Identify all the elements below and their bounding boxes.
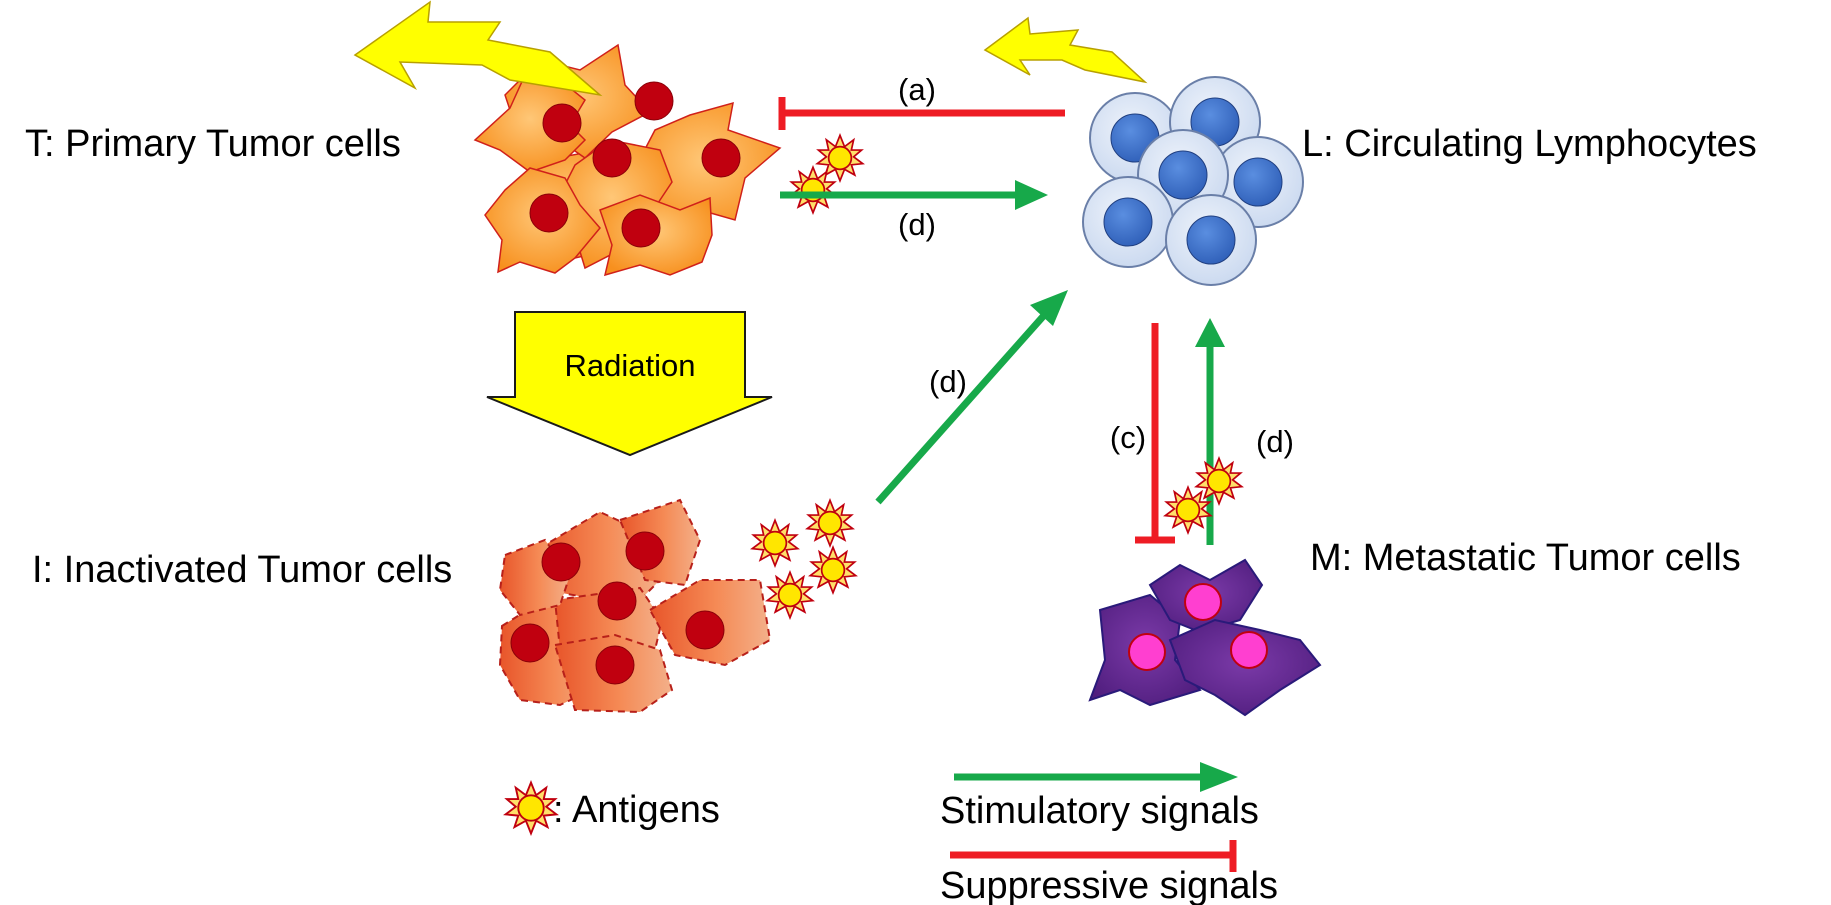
primary-tumor-label: T: Primary Tumor cells [25, 123, 401, 165]
antigen-star-icon [1164, 486, 1212, 534]
stimulatory-arrow-d-top [780, 180, 1048, 210]
inactivated-tumor-label: I: Inactivated Tumor cells [32, 549, 452, 591]
suppressive-arrow-a [778, 97, 1065, 130]
nucleus [1128, 633, 1166, 671]
antigen-star-icon [789, 166, 837, 214]
nucleus [597, 581, 637, 621]
nucleus [625, 531, 665, 571]
radiation-arrow: Radiation [486, 311, 773, 457]
arrow-label-d-diagonal: (d) [929, 364, 967, 399]
legend-stimulatory-label: Stimulatory signals [940, 790, 1259, 832]
antigen-star-icon [806, 499, 854, 547]
antigen-star-icon [766, 571, 814, 619]
lymphocytes [1082, 76, 1304, 286]
radiation-label: Radiation [565, 348, 696, 383]
arrow-label-c: (c) [1110, 420, 1146, 455]
lightning-bolt-icon [353, 0, 603, 97]
metastatic-tumor-label: M: Metastatic Tumor cells [1310, 537, 1741, 579]
lymphocyte [1165, 194, 1257, 286]
legend-suppressive-arrow [950, 840, 1237, 872]
nucleus [1230, 631, 1268, 669]
nucleus [701, 138, 741, 178]
arrow-label-a: (a) [898, 72, 936, 107]
legend: : Antigens Stimulatory signals Suppressi… [504, 762, 1278, 905]
suppressive-arrow-c [1135, 323, 1175, 544]
nucleus [542, 103, 582, 143]
lymphocytes-label: L: Circulating Lymphocytes [1302, 123, 1757, 165]
nucleus [529, 193, 569, 233]
inactivated-tumor-nuclei [510, 531, 725, 685]
legend-antigens-label: : Antigens [553, 789, 720, 831]
nucleus [592, 138, 632, 178]
stimulatory-arrow-d-diagonal [875, 290, 1068, 505]
primary-tumor-nuclei [529, 81, 741, 248]
stimulatory-arrow-d-right [1195, 318, 1225, 545]
antigen-star-icon [504, 781, 558, 835]
antigen-star-icon [809, 546, 857, 594]
legend-suppressive-label: Suppressive signals [940, 865, 1278, 905]
metastatic-tumor-nuclei [1128, 583, 1268, 671]
nucleus [541, 542, 581, 582]
nucleus [634, 81, 674, 121]
lightning-bolt-icon [983, 16, 1148, 84]
nucleus [621, 208, 661, 248]
nucleus [595, 645, 635, 685]
antigen-star-icon [751, 519, 799, 567]
arrow-label-d-top: (d) [898, 207, 936, 242]
antigen-star-icon [1195, 457, 1243, 505]
primary-tumor-cells [473, 43, 782, 277]
lymphocyte [1082, 176, 1174, 268]
legend-stimulatory-arrow [954, 762, 1238, 792]
nucleus [1184, 583, 1222, 621]
nucleus [510, 623, 550, 663]
nucleus [685, 610, 725, 650]
arrow-label-d-right: (d) [1256, 424, 1294, 459]
